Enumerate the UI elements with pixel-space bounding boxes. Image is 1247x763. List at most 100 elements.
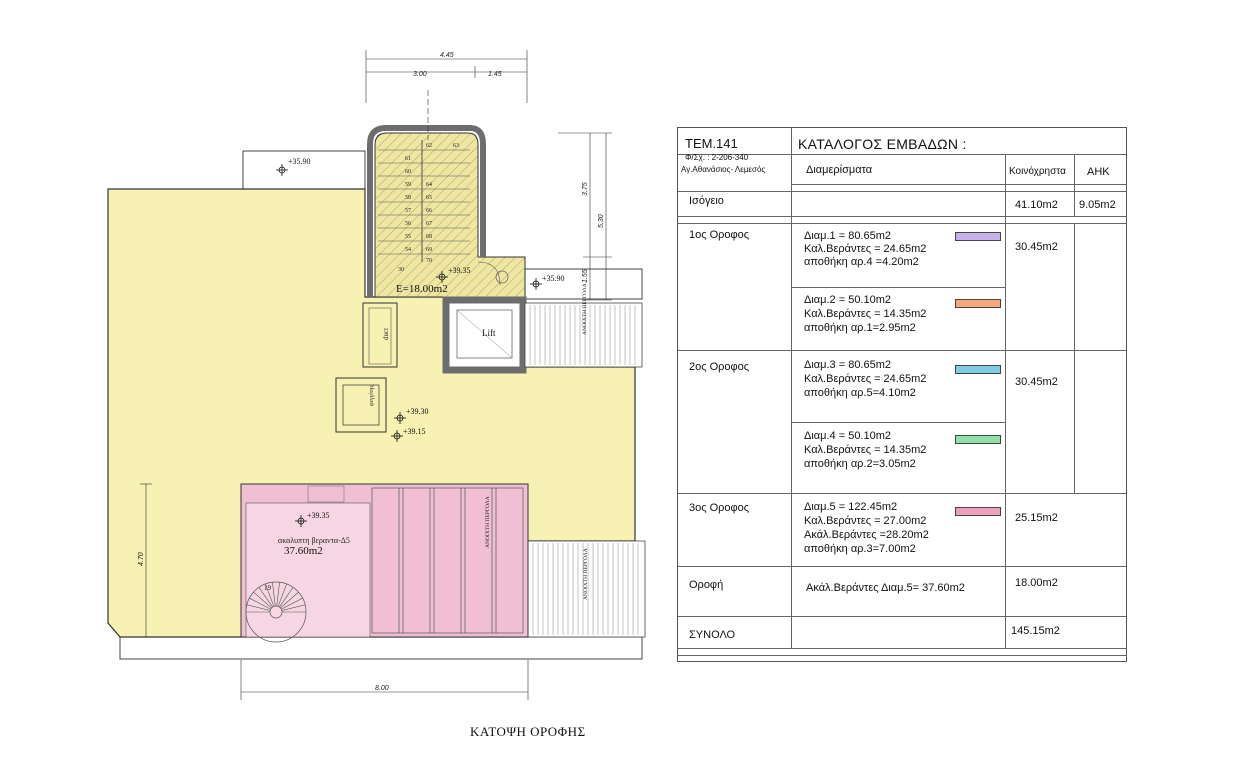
skylight — [335, 377, 387, 433]
level-symbols — [276, 164, 542, 527]
stair-num: 66 — [426, 208, 432, 214]
apt3-area: Διαμ.3 = 80.65m2 — [804, 359, 892, 371]
apt1-storage: αποθήκη αρ.4 =4.20m2 — [804, 256, 919, 268]
pergola-label: ΑΝΟΙΧΤΗ ΠΕΡΓΟΛΑ — [583, 548, 589, 600]
apt2-color-swatch — [955, 299, 1001, 308]
stair-num: 54 — [405, 247, 411, 253]
row-floor3-common: 25.15m2 — [1015, 512, 1058, 524]
apt5-color-swatch — [955, 507, 1001, 516]
project-code: ΤΕΜ.141 — [685, 136, 738, 151]
apt5-area: Διαμ.5 = 122.45m2 — [804, 501, 898, 513]
dim-label: 1.55 — [582, 269, 589, 283]
col-apartments: Διαμερίσματα — [806, 164, 873, 176]
spiral-step-num: 19 — [264, 584, 272, 592]
spiral-step — [272, 582, 276, 607]
row-ground-ahk: 9.05m2 — [1079, 199, 1116, 211]
stair-num: 69 — [426, 247, 432, 253]
spiral-step — [265, 583, 275, 607]
row-floor3-label: 3ος Οροφος — [689, 502, 750, 514]
level-marker: +39.35 — [307, 511, 330, 520]
level-marker: +35.90 — [288, 157, 311, 166]
area-table: ΤΕΜ.141 Φ/Σχ. : 2-206-340 Αγ.Αθανάσιος- … — [677, 127, 1127, 662]
roof-detail: Ακάλ.Βεράντες Διαμ.5= 37.60m2 — [806, 582, 965, 594]
row-floor1-label: 1ος Οροφος — [689, 229, 750, 241]
dim-label: 4.45 — [440, 52, 454, 59]
stair-num: 58 — [405, 195, 411, 201]
pergola-right-lower — [527, 540, 646, 638]
stair-wall — [367, 125, 486, 297]
dim-label: 1.45 — [488, 71, 502, 78]
door-swing — [477, 261, 501, 286]
apt5-storage: αποθήκη αρ.3=7.00m2 — [804, 543, 916, 555]
spiral-step — [276, 582, 280, 607]
row-roof-common: 18.00m2 — [1015, 577, 1058, 589]
pergola-label: ΑΝΟΙΧΤΗ ΠΕΡΓΟΛΑ — [485, 496, 491, 548]
veranda-pergola — [371, 487, 524, 634]
apt2-storage: αποθήκη αρ.1=2.95m2 — [804, 322, 916, 334]
spiral-step — [277, 583, 287, 607]
dimension-lines — [140, 50, 612, 700]
apt4-storage: αποθήκη αρ.2=3.05m2 — [804, 458, 916, 470]
stair-treads — [378, 140, 470, 262]
dim-label: 8.00 — [375, 685, 389, 692]
stair-num: 67 — [426, 221, 432, 227]
spiral-step — [249, 597, 271, 610]
row-ground-common: 41.10m2 — [1015, 199, 1058, 211]
stair-bottom-num: 30 — [398, 267, 404, 273]
apt4-area: Διαμ.4 = 50.10m2 — [804, 430, 892, 442]
stair-num: 55 — [405, 234, 411, 240]
plan-title: ΚΑΤΟΨΗ ΟΡΟΦΗΣ — [470, 724, 586, 739]
spiral-step — [281, 604, 306, 611]
row-floor1-common: 30.45m2 — [1015, 241, 1058, 253]
spiral-step — [258, 587, 273, 608]
stair-num: 61 — [405, 156, 411, 162]
row-total-common: 145.15m2 — [1011, 625, 1060, 637]
apt1-area: Διαμ.1 = 80.65m2 — [804, 230, 892, 242]
stair-num: 70 — [426, 258, 432, 264]
project-location: Αγ.Αθανάσιος- Λεμεσός — [681, 165, 766, 174]
dim-label: 5.30 — [598, 214, 605, 228]
apt2-veranda: Καλ.Βεράντες = 14.35m2 — [804, 308, 927, 320]
pergola-right-upper — [524, 302, 643, 368]
lift-label: Lift — [482, 328, 496, 338]
duct-label: duct — [382, 328, 390, 340]
stair-num: 56 — [405, 221, 411, 227]
level-marker: +39.15 — [403, 427, 426, 436]
table-title: ΚΑΤΑΛΟΓΟΣ ΕΜΒΑΔΩΝ : — [798, 136, 967, 152]
col-common: Κοινόχρηστα — [1009, 166, 1066, 177]
stair-num: 60 — [405, 169, 411, 175]
dim-label: 3.00 — [413, 71, 427, 78]
stair-symbol-icon — [495, 270, 509, 284]
stair-num: 62 — [426, 143, 432, 149]
level-marker: +39.30 — [406, 407, 429, 416]
apt5-uncovered: Ακάλ.Βεράντες =28.20m2 — [804, 529, 929, 541]
stair-num: 68 — [426, 234, 432, 240]
row-floor2-label: 2ος Οροφος — [689, 361, 750, 373]
spiral-step — [280, 591, 299, 609]
veranda-area: 37.60m2 — [284, 545, 323, 557]
apt2-area: Διαμ.2 = 50.10m2 — [804, 294, 892, 306]
apt3-storage: αποθήκη αρ.5=4.10m2 — [804, 387, 916, 399]
apt4-veranda: Καλ.Βεράντες = 14.35m2 — [804, 444, 927, 456]
apt1-color-swatch — [955, 232, 1001, 241]
apt3-veranda: Καλ.Βεράντες = 24.65m2 — [804, 373, 927, 385]
stair-num: 63 — [453, 143, 459, 149]
apt1-veranda: Καλ.Βεράντες = 24.65m2 — [804, 243, 927, 255]
spiral-step — [246, 604, 271, 611]
row-roof-label: Οροφή — [689, 579, 724, 591]
project-ref: Φ/Σχ. : 2-206-340 — [685, 153, 749, 162]
stair-num: 57 — [405, 208, 411, 214]
skylight-label: φεγγίτης — [369, 385, 375, 406]
stair-num: 64 — [426, 182, 432, 188]
row-ground-label: Ισόγειο — [689, 195, 724, 207]
veranda-label: ακαλυπτη βεραντα-Δ5 — [278, 536, 350, 545]
row-total-label: ΣΥΝΟΛΟ — [689, 629, 736, 641]
roof-floor-plan: 61 60 59 58 57 56 55 54 62 63 64 65 66 6… — [107, 50, 646, 700]
stair-area-label: E=18.00m2 — [396, 283, 448, 295]
stair-num: 59 — [405, 182, 411, 188]
row-floor2-common: 30.45m2 — [1015, 376, 1058, 388]
level-marker: +39.35 — [448, 266, 471, 275]
spiral-step — [253, 591, 272, 609]
apt5-veranda: Καλ.Βεράντες = 27.00m2 — [804, 515, 927, 527]
spiral-step — [279, 587, 294, 608]
